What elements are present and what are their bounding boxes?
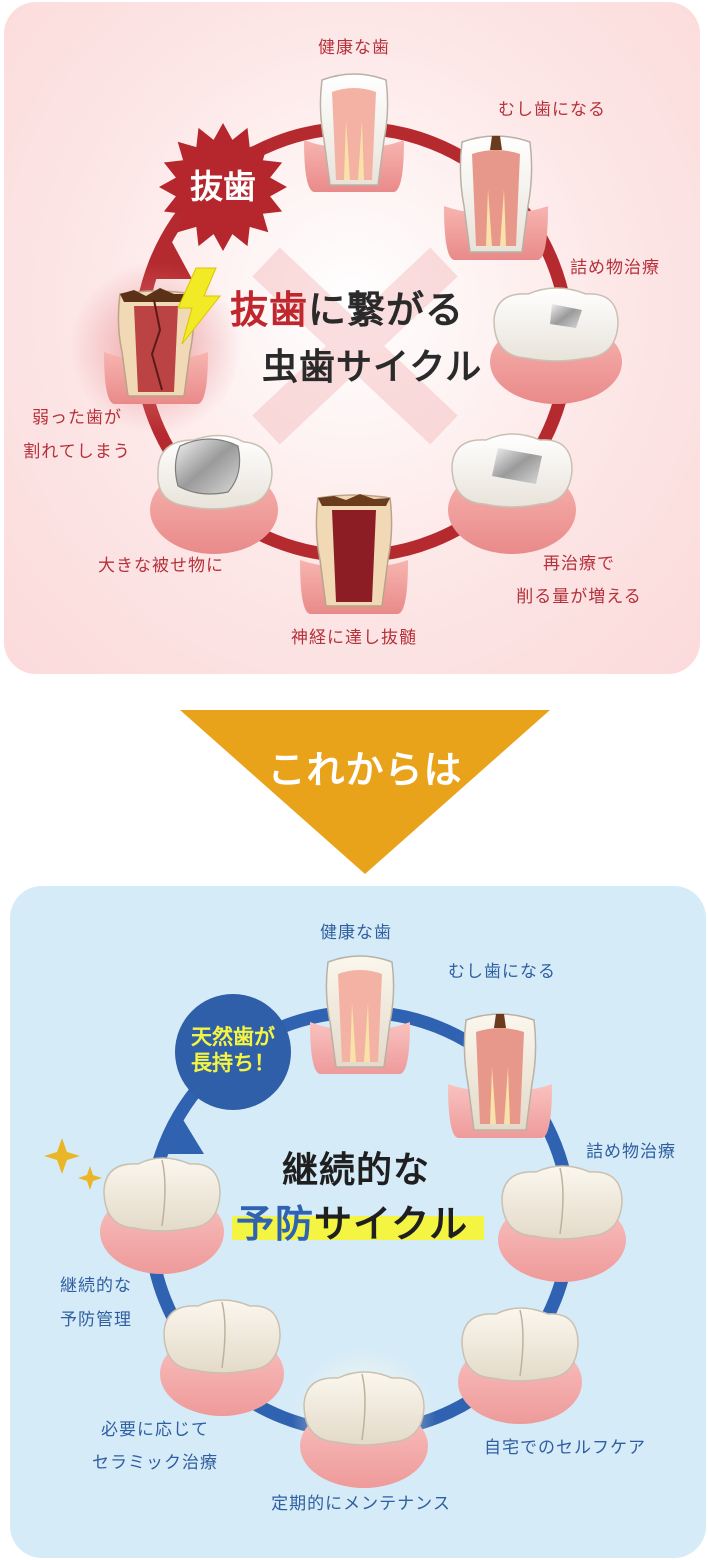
cavity-tooth-icon bbox=[448, 1013, 552, 1138]
natural-tooth-badge-line1: 天然歯が bbox=[191, 1025, 275, 1049]
down-triangle-icon bbox=[180, 710, 550, 874]
healthy-tooth-icon bbox=[304, 73, 404, 192]
title-highlight: 予防 bbox=[236, 1202, 315, 1246]
stage-self-care-label: 自宅でのセルフケア bbox=[484, 1438, 646, 1458]
title-highlight: 抜歯 bbox=[230, 288, 309, 332]
harmful-cycle-title-line1: 抜歯に繋がる bbox=[230, 286, 464, 334]
harmful-cycle-title-line2: 虫歯サイクル bbox=[262, 347, 483, 388]
prevention-title-line2: 予防サイクル bbox=[236, 1200, 468, 1248]
harmful-cycle-diagram bbox=[70, 73, 622, 614]
stage-maintenance-label: 定期的にメンテナンス bbox=[271, 1494, 451, 1514]
lightning-icon bbox=[177, 267, 222, 345]
stage-prevention-label-2: 予防管理 bbox=[60, 1310, 132, 1330]
prevention-cycle-panel: 天然歯が 長持ち！ 継続的な 予防サイクル 健康な歯 むし歯になる 詰め物治療 … bbox=[10, 886, 706, 1558]
stage-crack-label-2: 割れてしまう bbox=[23, 442, 131, 462]
cavity-tooth-icon bbox=[444, 135, 548, 260]
stage-healthy-label: 健康な歯 bbox=[320, 923, 392, 943]
stage-nerve-label: 神経に達し抜髄 bbox=[291, 628, 417, 648]
title-rest: に繋がる bbox=[308, 288, 465, 332]
cycle-arrow-icon bbox=[160, 1118, 204, 1154]
nerve-tooth-icon bbox=[300, 494, 408, 614]
stage-filling-label: 詰め物治療 bbox=[586, 1142, 676, 1162]
maintenance-tooth-icon bbox=[300, 1371, 428, 1488]
stage-ceramic-label-2: セラミック治療 bbox=[92, 1453, 218, 1473]
sparkle-icon bbox=[44, 1138, 102, 1190]
stage-healthy-label: 健康な歯 bbox=[318, 38, 390, 58]
stage-crack-label-1: 弱った歯が bbox=[32, 408, 122, 428]
retreatment-tooth-icon bbox=[448, 433, 576, 554]
filling-tooth-icon bbox=[490, 287, 622, 404]
stage-prevention-label-1: 継続的な bbox=[60, 1276, 132, 1296]
cross-mark-icon bbox=[252, 247, 458, 445]
ceramic-tooth-icon bbox=[160, 1299, 284, 1416]
cracked-tooth-icon bbox=[104, 288, 208, 404]
prevention-tooth-icon bbox=[100, 1157, 224, 1274]
title-rest: サイクル bbox=[314, 1202, 469, 1246]
healthy-tooth-icon bbox=[310, 955, 410, 1074]
transition-label: これからは bbox=[267, 748, 463, 792]
crown-tooth-icon bbox=[150, 434, 278, 554]
natural-tooth-badge bbox=[175, 994, 291, 1110]
extraction-badge-icon bbox=[159, 123, 287, 251]
self-care-tooth-icon bbox=[458, 1307, 582, 1424]
filling-tooth-icon bbox=[498, 1165, 626, 1282]
stage-crown-label: 大きな被せ物に bbox=[98, 556, 224, 576]
prevention-title-line1: 継続的な bbox=[282, 1150, 431, 1191]
stage-cavity-label: むし歯になる bbox=[498, 100, 606, 120]
natural-tooth-badge-line2: 長持ち！ bbox=[191, 1051, 275, 1075]
stage-filling-label: 詰め物治療 bbox=[570, 258, 660, 278]
stage-cavity-label: むし歯になる bbox=[448, 962, 556, 982]
stage-retreat-label-2: 削る量が増える bbox=[516, 587, 642, 607]
prevention-title-highlight-bar bbox=[232, 1216, 484, 1240]
transition-arrow: これからは bbox=[0, 708, 708, 878]
stage-retreat-label-1: 再治療で bbox=[543, 554, 615, 574]
harmful-cycle-panel: 抜歯 抜歯に繋がる 虫歯サイクル 健康な歯 むし歯になる 詰め物治療 再治療で … bbox=[4, 2, 700, 674]
stage-ceramic-label-1: 必要に応じて bbox=[101, 1420, 209, 1440]
prevention-cycle-diagram bbox=[44, 955, 626, 1492]
extraction-badge-label: 抜歯 bbox=[190, 167, 256, 206]
